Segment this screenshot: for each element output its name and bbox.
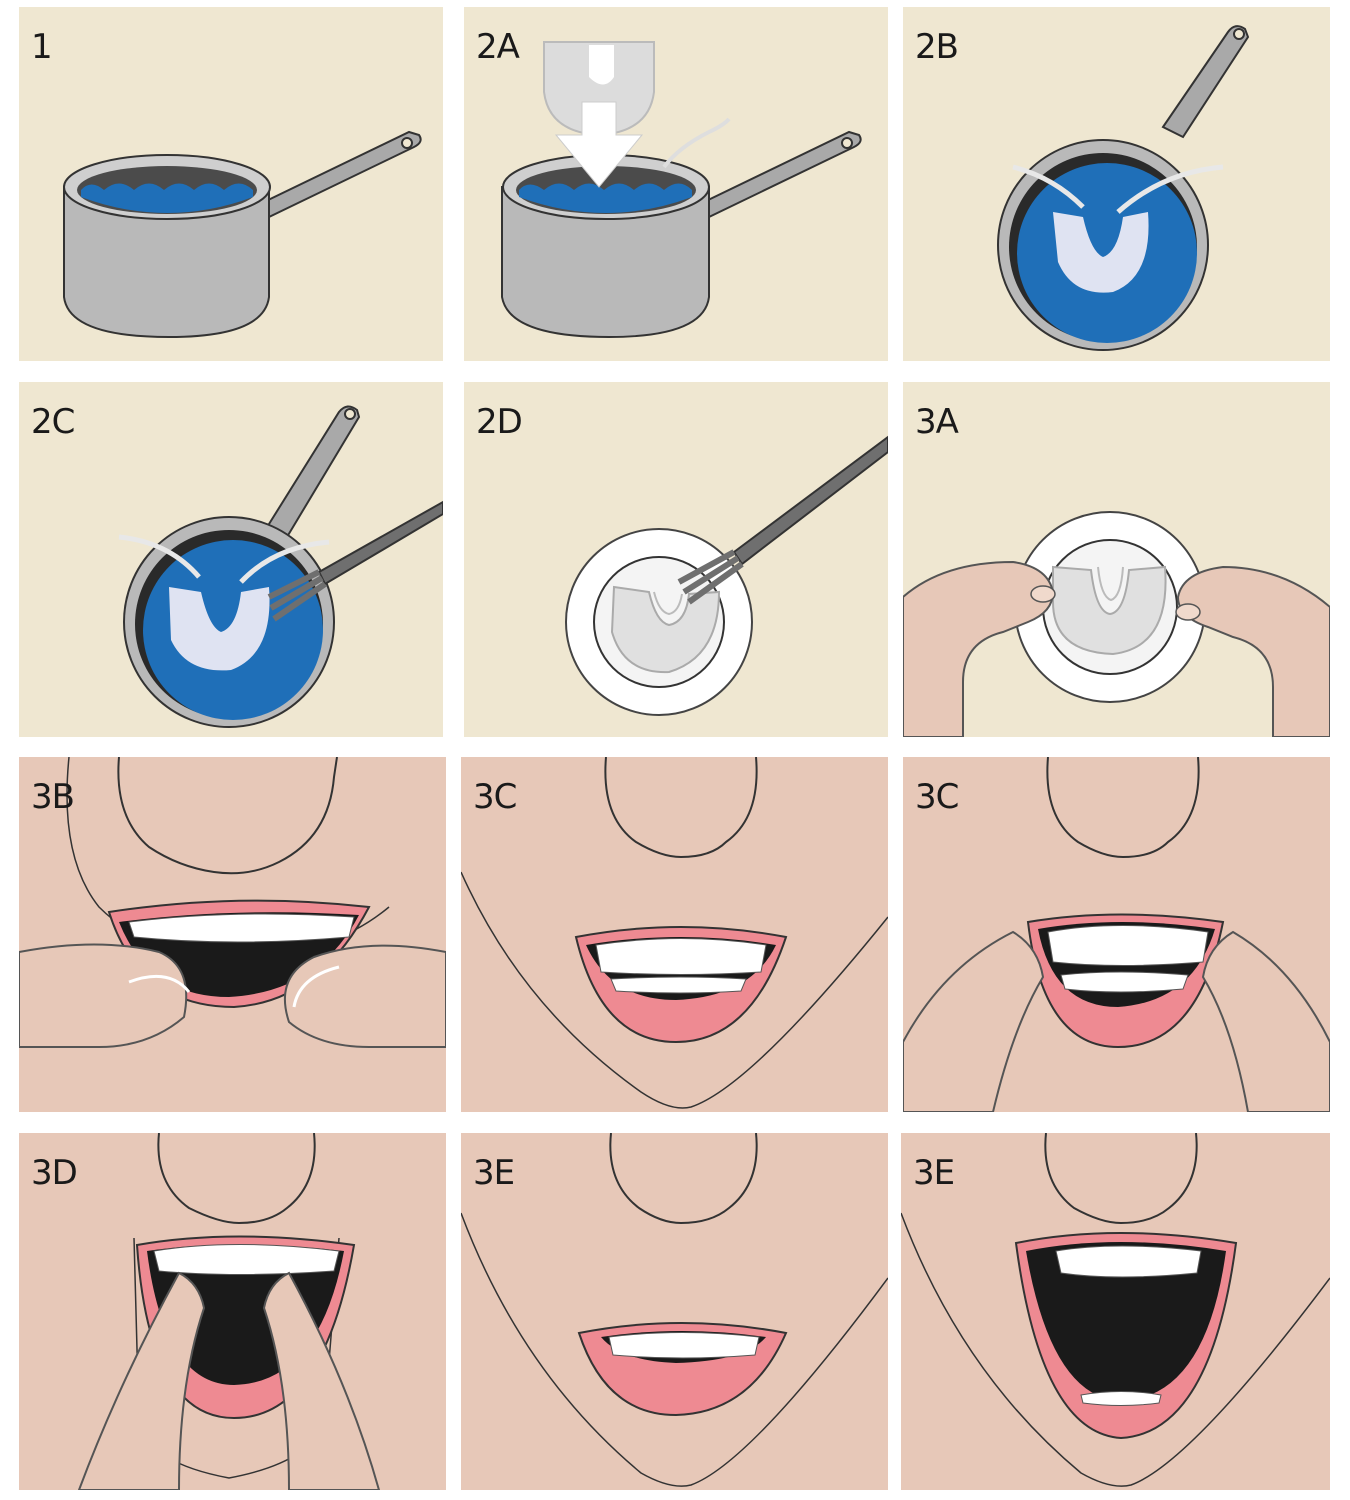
panel-step-3a: 3A <box>903 382 1330 737</box>
pressing-mouthguard-illustration <box>903 757 1330 1112</box>
step-label: 2C <box>31 402 75 442</box>
mouthguard-on-plate-illustration <box>565 435 888 716</box>
panel-step-1: 1 <box>19 7 443 361</box>
hands-holding-mouthguard-illustration <box>903 511 1330 737</box>
inserting-mouthguard-illustration <box>19 757 446 1048</box>
closed-smile-illustration <box>461 1133 888 1487</box>
step-label: 2A <box>476 27 520 67</box>
open-mouth-illustration <box>901 1133 1330 1487</box>
step-label: 3A <box>915 402 959 442</box>
panel-step-3e: 3E <box>461 1133 888 1490</box>
step-label: 3E <box>913 1153 955 1193</box>
panel-step-3d: 3D <box>19 1133 446 1490</box>
panel-step-2d: 2D <box>464 382 888 737</box>
step-label: 3B <box>31 777 75 817</box>
step-label: 3C <box>473 777 517 817</box>
panel-step-2a: 2A <box>464 7 888 361</box>
step-label: 3E <box>473 1153 515 1193</box>
panel-step-3c-alt: 3C <box>903 757 1330 1112</box>
panel-step-3c: 3C <box>461 757 888 1112</box>
panel-step-2c: 2C <box>19 382 443 737</box>
fork-lifting-mouthguard-illustration <box>118 405 443 728</box>
mouthguard-in-boiling-water-illustration <box>997 25 1250 351</box>
step-label: 1 <box>31 27 53 67</box>
panel-step-3e-alt: 3E <box>901 1133 1330 1490</box>
step-label: 2B <box>915 27 959 67</box>
pot-with-water-illustration <box>63 130 422 339</box>
removing-mouthguard-illustration <box>77 1133 381 1490</box>
biting-down-illustration <box>461 757 888 1109</box>
mouthguard-into-pot-illustration <box>501 41 862 339</box>
panel-step-3b: 3B <box>19 757 446 1112</box>
step-label: 3D <box>31 1153 78 1193</box>
step-label: 2D <box>476 402 523 442</box>
panel-step-2b: 2B <box>903 7 1330 361</box>
step-label: 3C <box>915 777 959 817</box>
